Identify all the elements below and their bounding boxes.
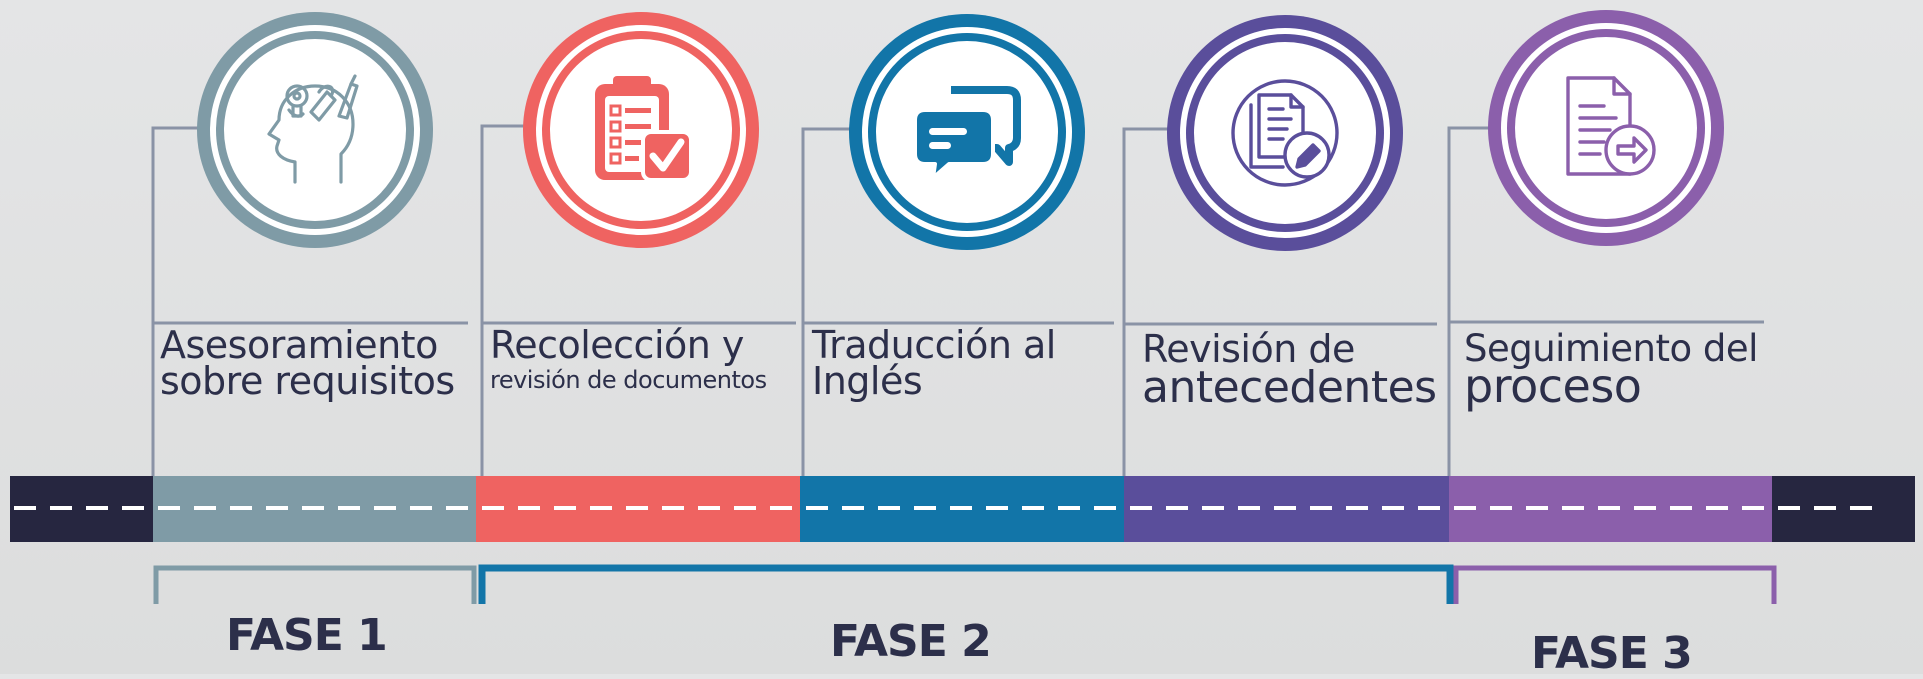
phase-3-label: FASE 3 [1531, 628, 1693, 679]
checklist-clipboard-icon [595, 76, 693, 182]
step-1-title-line1: Asesoramiento [160, 323, 438, 367]
step-4-connector [1122, 127, 1437, 476]
step-3-label: Traducción al Inglés [812, 326, 1056, 400]
step-1-label: Asesoramiento sobre requisitos [160, 326, 455, 400]
step-1-connector [151, 126, 468, 476]
step-4-title-line1: Revisión de [1142, 327, 1355, 371]
phase-2-label: FASE 2 [830, 616, 992, 667]
step-2-circle [523, 12, 759, 248]
step-5-connector [1447, 126, 1764, 476]
head-ideas-icon [267, 74, 359, 184]
step-2-label: Recolección y revisión de documentos [490, 326, 767, 392]
step-5-title-line2: proceso [1464, 359, 1642, 413]
document-edit-icon [1231, 79, 1339, 187]
step-2-title-line2: revisión de documentos [490, 366, 767, 394]
step-3-circle [849, 14, 1085, 250]
step-5-title-line1: Seguimiento del [1464, 327, 1758, 370]
step-4-title-line2: antecedentes [1142, 362, 1437, 413]
phase-1-bracket [153, 565, 477, 604]
step-5-circle [1488, 10, 1724, 246]
step-2-connector [480, 124, 796, 476]
chat-bubbles-icon [913, 86, 1021, 180]
phase-3-bracket [1453, 565, 1777, 604]
step-4-label: Revisión de antecedentes [1142, 330, 1437, 410]
step-4-circle [1167, 15, 1403, 251]
step-1-circle [197, 12, 433, 248]
document-forward-icon [1566, 76, 1656, 176]
step-1-title-line2: sobre requisitos [160, 359, 455, 403]
step-3-title-line2: Inglés [812, 359, 923, 403]
phase-1-label: FASE 1 [226, 610, 388, 661]
step-3-title-line1: Traducción al [812, 323, 1056, 367]
phase-2-bracket [478, 564, 1454, 604]
step-5-label: Seguimiento del proceso [1464, 330, 1758, 409]
step-3-connector [801, 127, 1114, 476]
step-2-title-line1: Recolección y [490, 323, 744, 367]
